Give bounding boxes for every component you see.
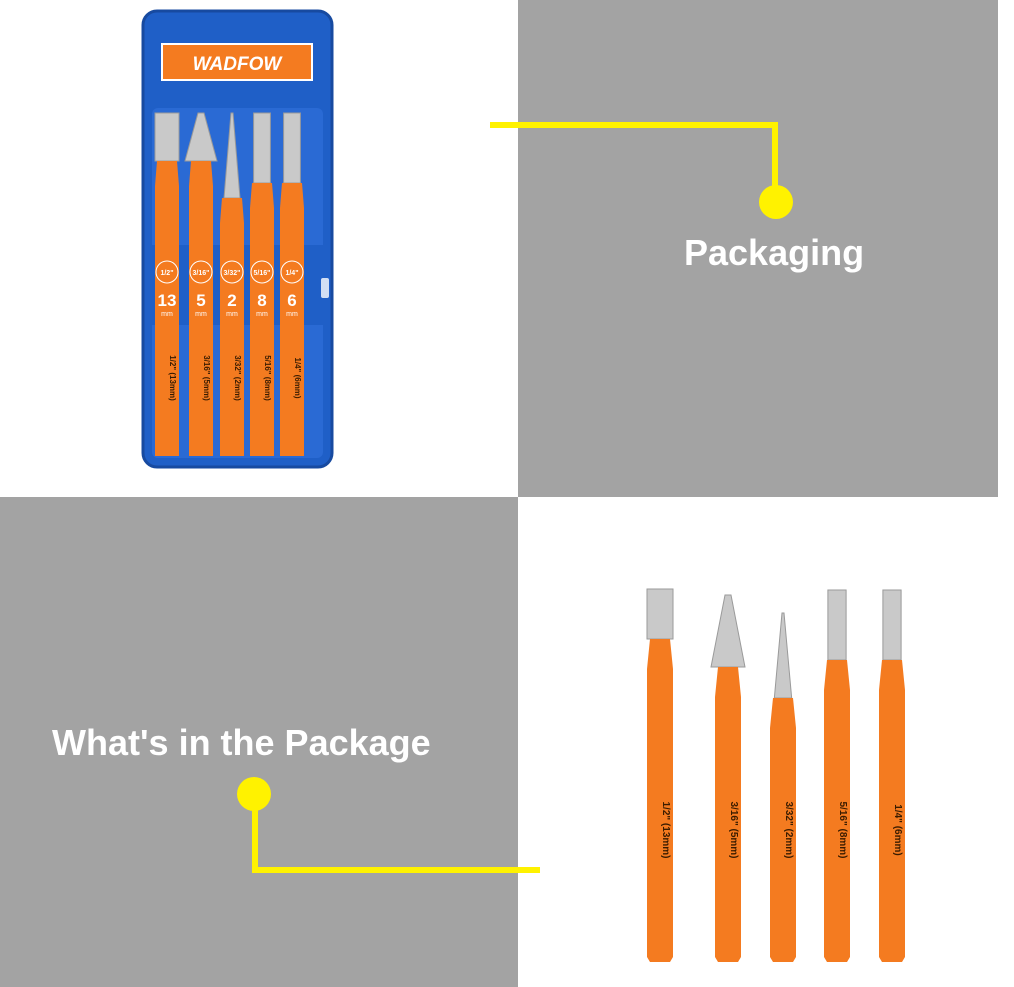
case-mm-value-5: 6 (287, 291, 296, 310)
case-mm-unit-2: mm (195, 311, 207, 318)
case-shaft-label-3: 3/32" (2mm) (233, 355, 242, 401)
package-contents-photo-panel (518, 497, 1014, 987)
case-inch-label-5: 1/4" (285, 270, 298, 277)
packaging-callout (490, 122, 793, 219)
loose-shaft-label-4: 5/16" (8mm) (837, 802, 848, 859)
case-tool-tip-4 (253, 112, 271, 184)
case-mm-unit-3: mm (226, 311, 238, 318)
package-contents-image: 1/2" (13mm) 3/16" (5mm) 3/32" (2mm) 5/16" (… (646, 588, 905, 962)
case-tool-tip-2 (184, 112, 218, 162)
case-mm-value-3: 2 (227, 291, 236, 310)
loose-tool-body-2 (715, 667, 741, 962)
packaging-caption: Packaging (684, 232, 865, 273)
case-tool-body-3 (220, 198, 244, 456)
right-edge-strip (998, 0, 1014, 497)
case-tool-tip-1 (154, 112, 180, 162)
loose-shaft-label-1: 1/2" (13mm) (660, 802, 671, 859)
brand-plate (161, 43, 313, 81)
case-inch-label-3: 3/32" (224, 270, 241, 277)
whats-in-package-caption: What's in the Package (52, 722, 431, 763)
case-inch-label-4: 5/16" (254, 270, 271, 277)
case-tool-tip-5 (283, 112, 301, 184)
loose-tools: 1/2" (13mm) 3/16" (5mm) 3/32" (2mm) 5/16" (… (646, 588, 905, 962)
case-inch-label-1: 1/2" (160, 270, 173, 277)
loose-shaft-label-5: 1/4" (6mm) (892, 804, 903, 855)
case-mm-value-1: 13 (158, 291, 177, 310)
case-shaft-label-4: 5/16" (8mm) (263, 355, 272, 401)
packaging-callout-line (490, 122, 778, 200)
case-tool-body-2 (189, 161, 213, 456)
case-tool-body-1 (155, 161, 179, 456)
case-shaft-label-1: 1/2" (13mm) (168, 355, 177, 401)
loose-tool-tip-4 (827, 589, 847, 661)
case-tool-body-5 (280, 183, 304, 456)
case-mm-unit-4: mm (256, 311, 268, 318)
packaging-callout-dot (759, 185, 793, 219)
case-size-badge-4 (250, 260, 274, 284)
case-mm-value-4: 8 (257, 291, 266, 310)
loose-tool-body-1 (647, 639, 673, 962)
case-tool-body-4 (250, 183, 274, 456)
loose-tool-body-3 (770, 698, 796, 962)
contents-callout-line (252, 800, 540, 873)
case-shaft-label-2: 3/16" (5mm) (202, 355, 211, 401)
package-contents-caption-panel (0, 497, 518, 987)
brand-logo: WADFOW (193, 54, 284, 75)
case-size-badge-2 (189, 260, 213, 284)
loose-tool-tip-2 (710, 594, 746, 668)
case-shaft-label-5: 1/4" (6mm) (293, 357, 302, 398)
loose-shaft-label-3: 3/32" (2mm) (783, 802, 794, 859)
loose-tool-body-5 (879, 660, 905, 962)
case-size-badge-1 (155, 260, 179, 284)
loose-tool-tip-5 (882, 589, 902, 661)
case-size-badge-3 (220, 260, 244, 284)
loose-tool-tip-1 (646, 588, 674, 640)
case-inch-label-2: 3/16" (193, 270, 210, 277)
case-size-badge-5 (280, 260, 304, 284)
case-mm-unit-1: mm (161, 311, 173, 318)
case-mm-value-2: 5 (196, 291, 205, 310)
packaging-caption-panel (518, 0, 998, 497)
case-mm-unit-5: mm (286, 311, 298, 318)
loose-shaft-label-2: 3/16" (5mm) (728, 802, 739, 859)
loose-tool-tip-3 (773, 612, 793, 699)
contents-callout (237, 777, 540, 873)
contents-callout-dot (237, 777, 271, 811)
case-latch (321, 278, 329, 298)
loose-tool-body-4 (824, 660, 850, 962)
